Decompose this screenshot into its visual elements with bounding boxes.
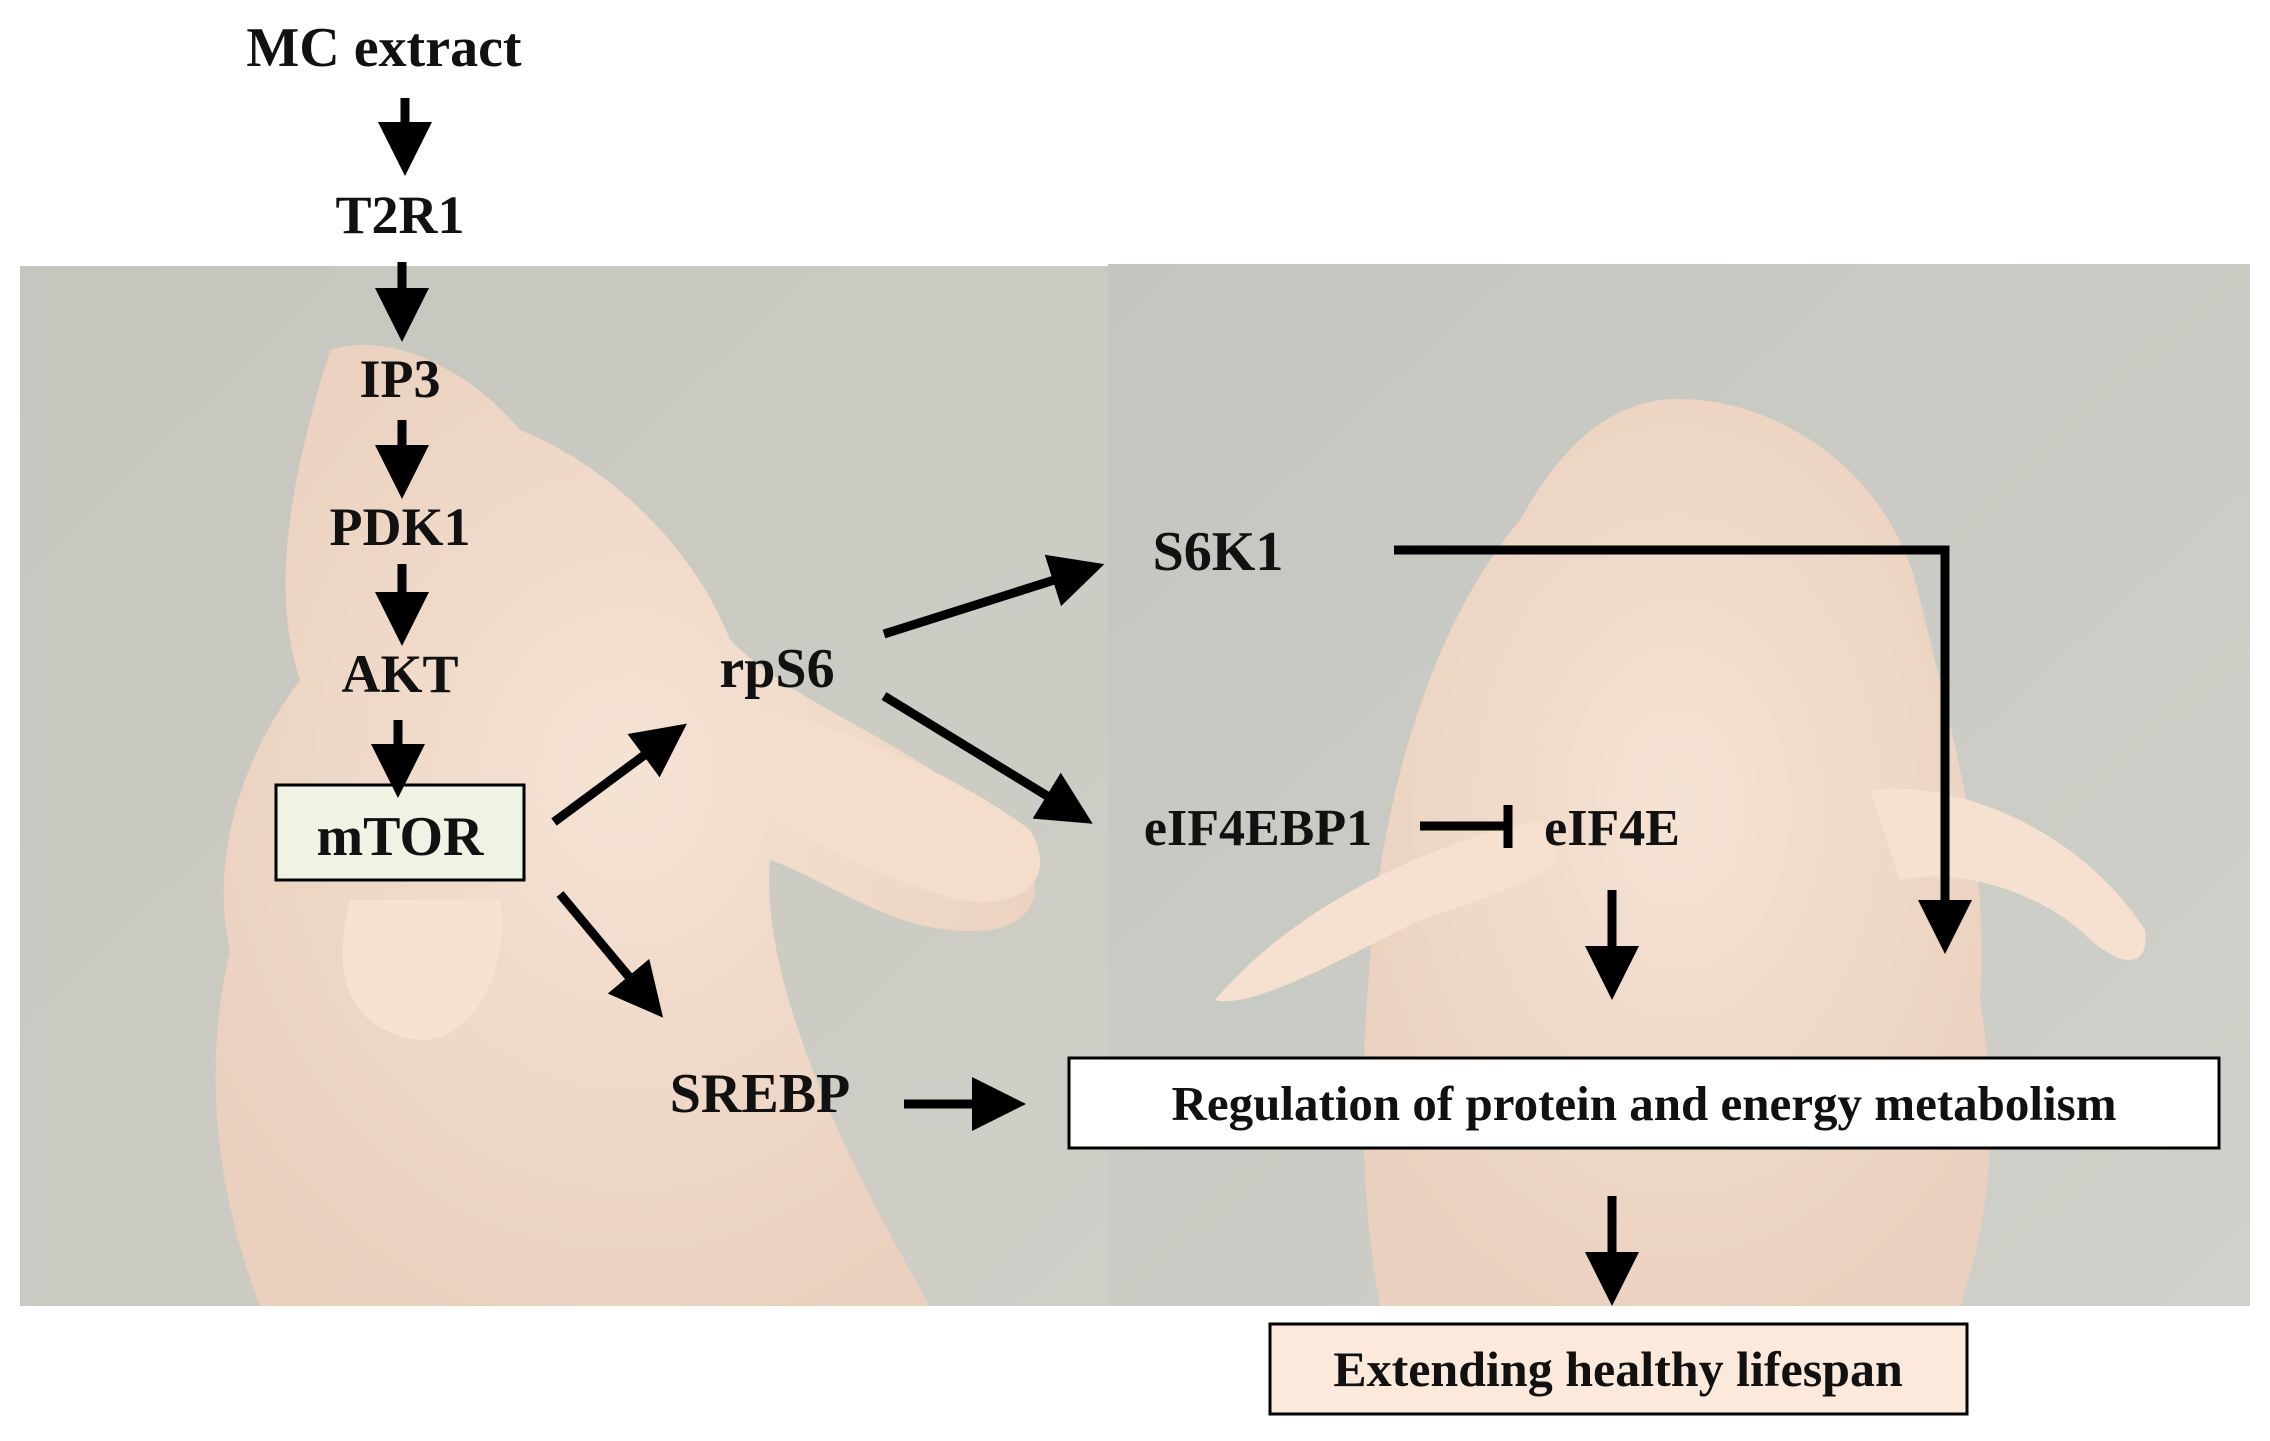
label-mc-extract: MC extract (246, 17, 522, 79)
arrow-rps6-to-s6k1 (882, 554, 1105, 639)
right-mouse-right-forelimb (1870, 788, 2146, 960)
label-pdk1: PDK1 (330, 497, 471, 557)
label-srebp: SREBP (670, 1063, 851, 1125)
left-mouse-body (215, 344, 1036, 1307)
right-mouse-left-forelimb (1215, 820, 1560, 1002)
label-eif4ebp1: eIF4EBP1 (1144, 800, 1372, 857)
labels: MC extract T2R1 IP3 PDK1 AKT mTOR rpS6 S… (246, 17, 2116, 1397)
label-eif4e: eIF4E (1544, 800, 1680, 857)
arrow-mtor-to-srebp (556, 891, 664, 1018)
label-mtor: mTOR (317, 806, 485, 868)
arrow-rps6-to-eif4ebp1 (881, 692, 1093, 824)
arrow-mtor-to-rps6 (551, 723, 687, 826)
label-lifespan: Extending healthy lifespan (1333, 1341, 1903, 1397)
label-ip3: IP3 (360, 349, 441, 409)
label-regulation: Regulation of protein and energy metabol… (1171, 1076, 2116, 1131)
lifespan-box (1268, 1322, 1969, 1416)
regulation-box (1067, 1056, 2221, 1150)
arrow-s6k1-to-regulation (1394, 545, 1972, 954)
left-mouse-ear (342, 900, 502, 1040)
label-t2r1: T2R1 (335, 185, 464, 245)
arrows (371, 98, 1972, 1306)
mtor-box (274, 783, 526, 882)
label-s6k1: S6K1 (1153, 521, 1284, 583)
label-rps6: rpS6 (719, 638, 834, 700)
left-mouse-forelimb (720, 700, 1041, 902)
label-akt: AKT (341, 644, 458, 704)
